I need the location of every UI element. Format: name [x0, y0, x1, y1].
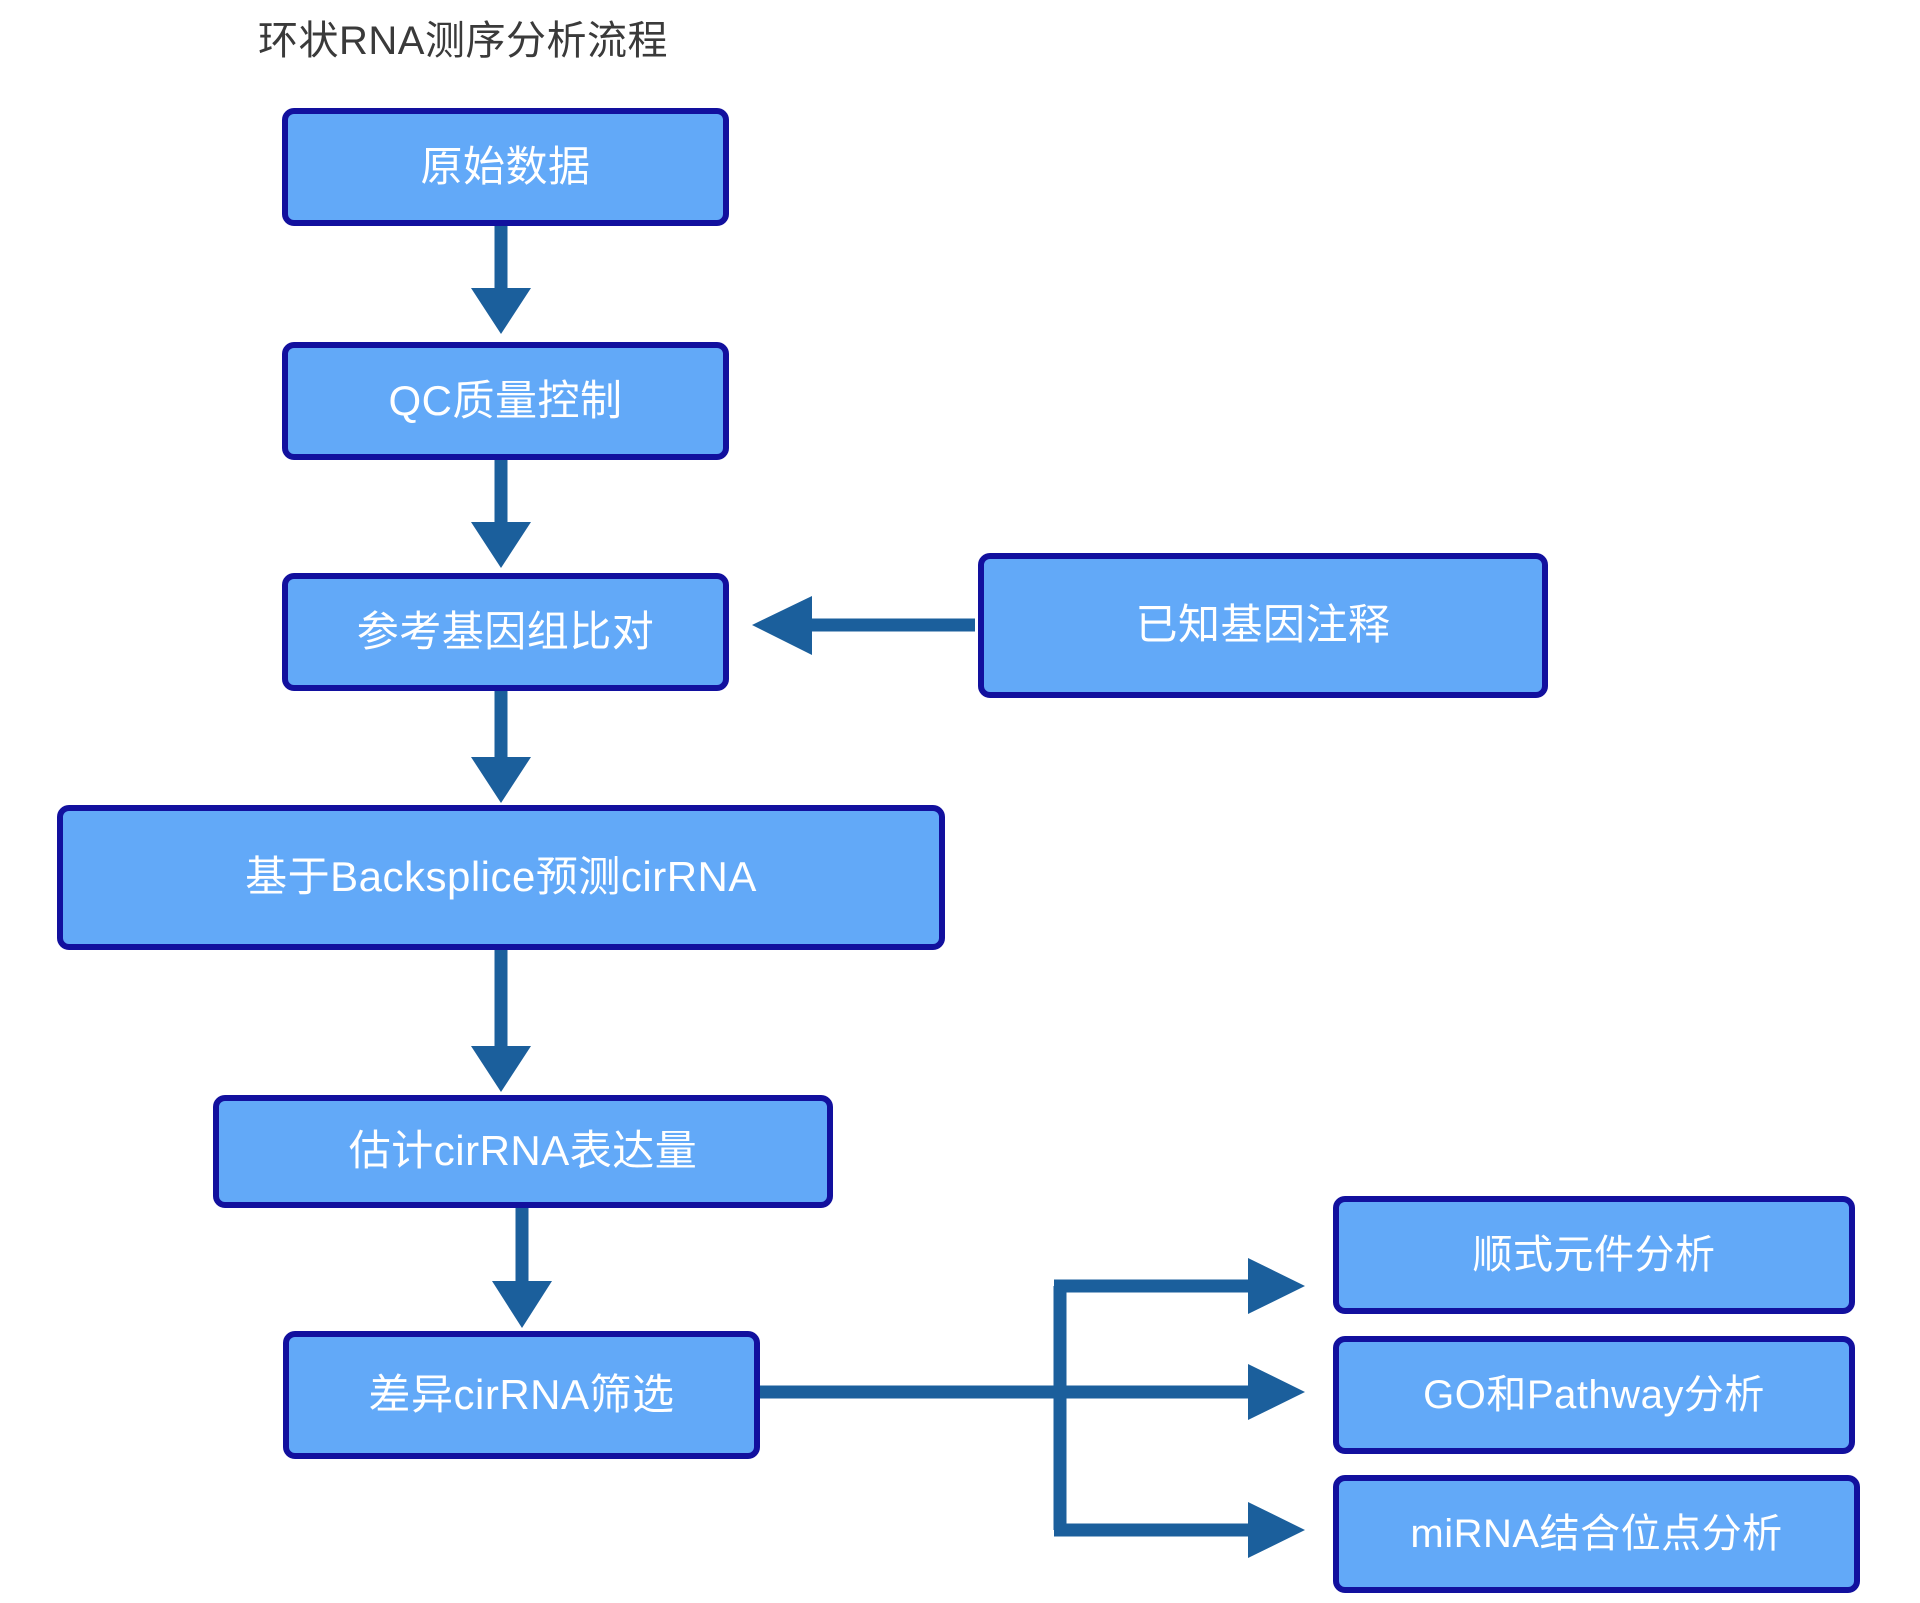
node-diff-screen[interactable]: 差异cirRNA筛选	[283, 1331, 760, 1459]
edge-branch-to-cis-element	[1054, 1258, 1305, 1314]
edge-branch-to-go-pathway	[1054, 1364, 1305, 1420]
page-title: 环状RNA测序分析流程	[258, 19, 668, 63]
node-expression-label: 估计cirRNA表达量	[348, 1127, 698, 1175]
node-go-pathway[interactable]: GO和Pathway分析	[1333, 1336, 1855, 1454]
node-qc[interactable]: QC质量控制	[282, 342, 729, 460]
node-genome-align-label: 参考基因组比对	[356, 607, 655, 655]
node-qc-label: QC质量控制	[388, 376, 623, 424]
node-cis-element-label: 顺式元件分析	[1472, 1233, 1716, 1277]
edge-qc-to-genome-align	[471, 460, 531, 568]
edge-backsplice-to-expression	[471, 950, 531, 1092]
node-backsplice-label: 基于Backsplice预测cirRNA	[245, 853, 757, 901]
node-genome-align[interactable]: 参考基因组比对	[282, 573, 729, 691]
edge-known-gene-anno-to-genome-align	[752, 596, 975, 655]
edge-expression-to-diff-screen	[492, 1208, 552, 1328]
node-backsplice[interactable]: 基于Backsplice预测cirRNA	[57, 805, 945, 950]
node-raw-data-label: 原始数据	[420, 142, 591, 190]
node-known-gene-anno-label: 已知基因注释	[1135, 601, 1391, 649]
node-known-gene-anno[interactable]: 已知基因注释	[978, 553, 1548, 698]
node-diff-screen-label: 差异cirRNA筛选	[368, 1370, 675, 1418]
node-expression[interactable]: 估计cirRNA表达量	[213, 1095, 833, 1208]
node-mirna-binding[interactable]: miRNA结合位点分析	[1333, 1475, 1860, 1593]
node-raw-data[interactable]: 原始数据	[282, 108, 729, 226]
node-go-pathway-label: GO和Pathway分析	[1423, 1373, 1765, 1417]
node-mirna-binding-label: miRNA结合位点分析	[1410, 1512, 1783, 1556]
edge-branch-to-mirna-binding	[1054, 1502, 1305, 1558]
edge-genome-align-to-backsplice	[471, 690, 531, 803]
node-cis-element[interactable]: 顺式元件分析	[1333, 1196, 1855, 1314]
edge-diff-screen-branch-trunk	[760, 1286, 1067, 1530]
